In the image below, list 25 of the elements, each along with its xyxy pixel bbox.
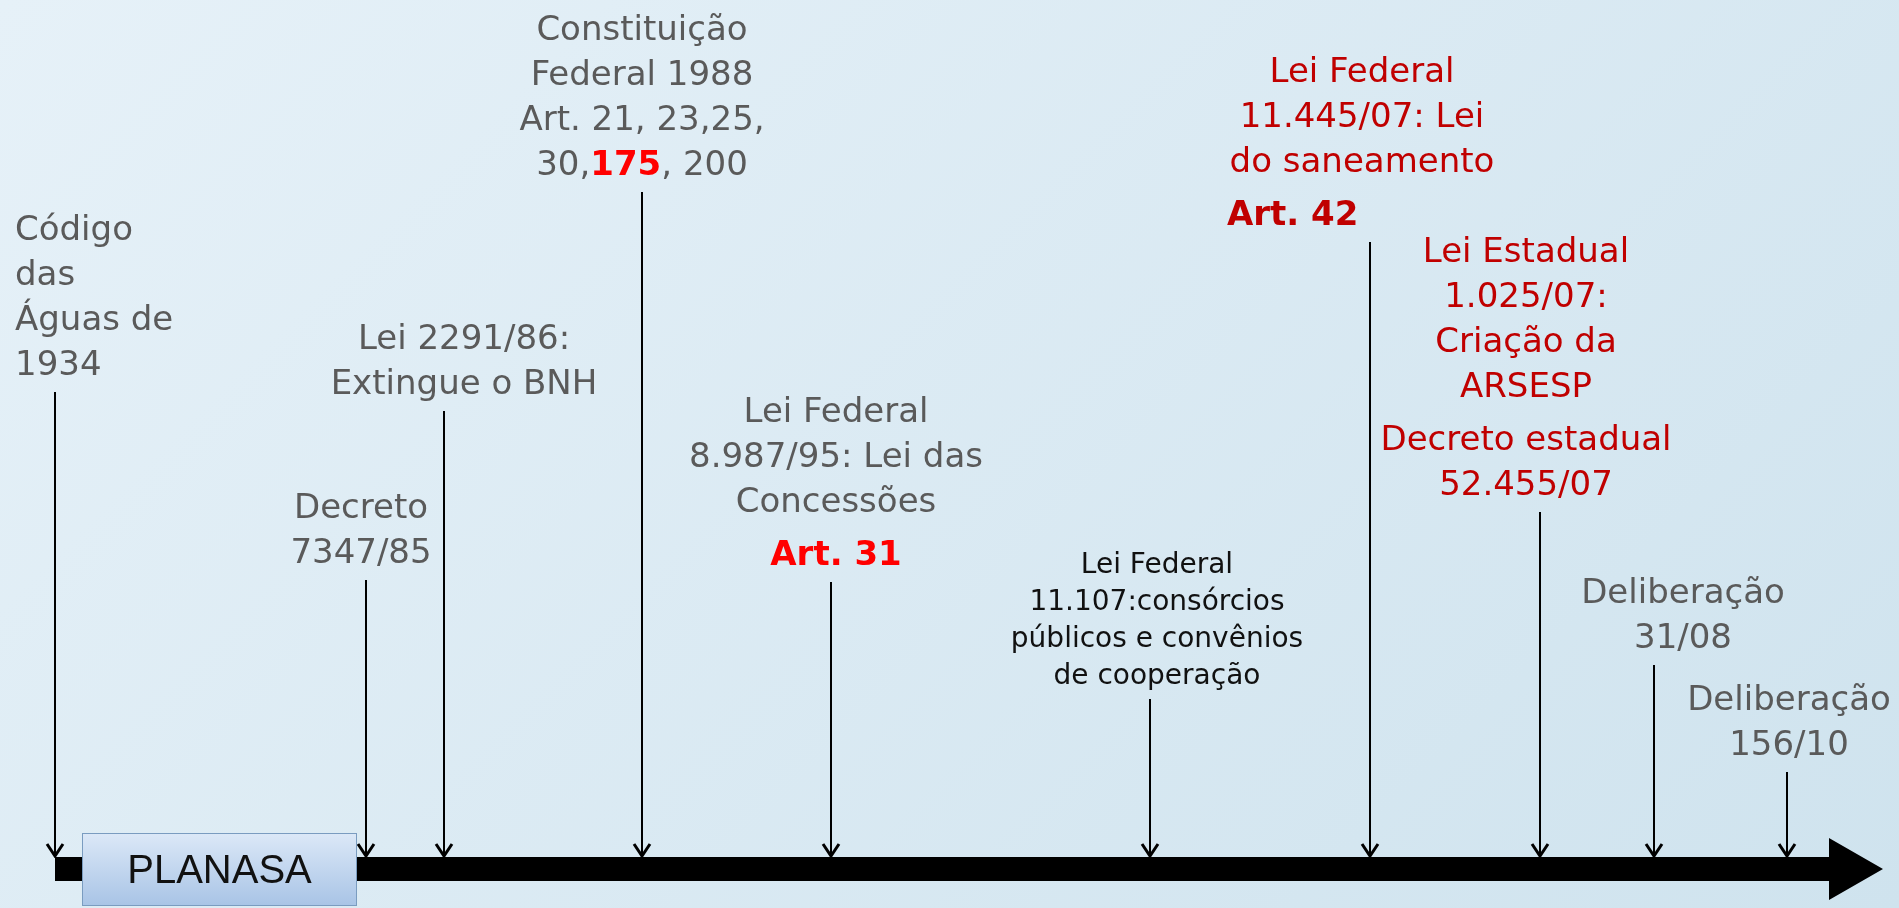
arrow — [356, 579, 376, 858]
event-label: Código das Águas de 1934 — [15, 206, 180, 386]
arrow — [821, 581, 841, 858]
event-label: Constituição Federal 1988 Art. 21, 23,25, 30,175, 200 — [507, 6, 777, 186]
event-label: Lei Estadual 1.025/07: Criação da ARSESP — [1421, 229, 1631, 407]
arrow — [45, 391, 65, 858]
arrow — [1530, 511, 1550, 858]
event-label: Lei 2291/86: Extingue o BNH — [319, 315, 609, 405]
article-label: Art. 42 — [1227, 192, 1360, 235]
event-label: Lei Federal 11.107:consórcios públicos e convênios de cooperação — [1007, 545, 1307, 693]
event-label: Deliberação 156/10 — [1679, 676, 1899, 766]
timeline-arrow — [55, 838, 1883, 900]
event-label: Decreto estadual 52.455/07 — [1379, 417, 1673, 505]
arrow — [434, 410, 454, 858]
arrow — [632, 191, 652, 858]
program-box: PLANASA — [82, 833, 357, 906]
event-label: Lei Federal 8.987/95: Lei das Concessões — [688, 389, 984, 522]
event-label: Decreto 7347/85 — [276, 484, 446, 574]
event-label: Deliberação 31/08 — [1563, 569, 1803, 659]
event-label: Lei Federal 11.445/07: Lei do saneamento — [1228, 49, 1496, 182]
arrow — [1140, 698, 1160, 858]
arrow — [1360, 241, 1380, 858]
arrow — [1777, 771, 1797, 858]
article-label: Art. 31 — [769, 532, 903, 575]
arrow — [1644, 664, 1664, 858]
